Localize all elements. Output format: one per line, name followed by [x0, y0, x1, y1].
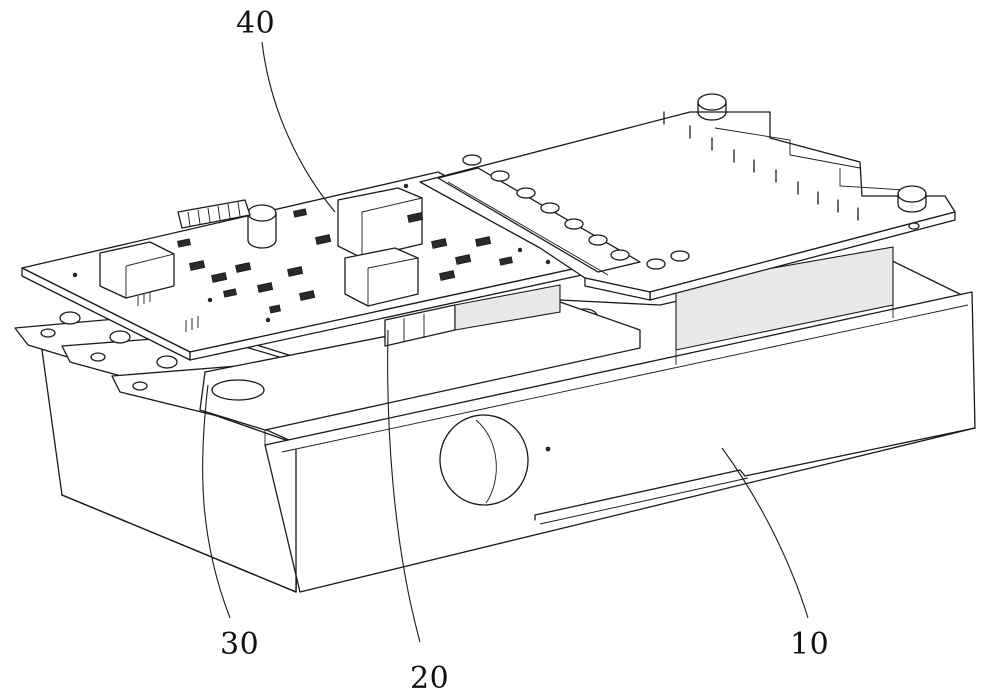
callout-30: 30 — [220, 627, 259, 662]
callout-40: 40 — [236, 6, 275, 41]
callout-10: 10 — [790, 627, 829, 662]
callout-20: 20 — [410, 661, 449, 695]
leader-40 — [262, 42, 335, 212]
